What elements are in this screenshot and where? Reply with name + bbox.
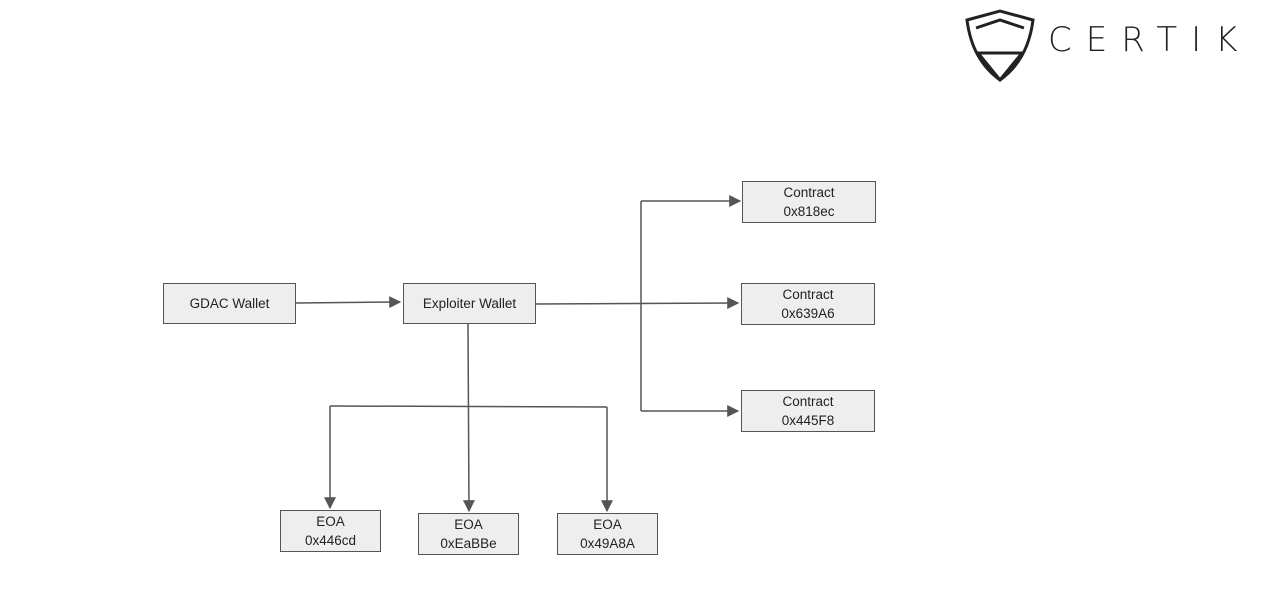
certik-logo: CERTIK: [962, 8, 1274, 84]
node-type: Contract: [782, 394, 834, 409]
edge-exploiter-to-eoa-2: [462, 323, 475, 513]
node-label: Exploiter Wallet: [422, 296, 517, 311]
node-type: EOA: [454, 517, 483, 532]
edge-exploiter-to-contract-2: [535, 297, 740, 310]
node-exploiter-wallet: Exploiter Wallet: [403, 283, 536, 324]
node-contract-0x445F8: Contract 0x445F8: [741, 390, 875, 432]
logo-text: CERTIK: [1048, 20, 1252, 60]
node-type: Contract: [782, 287, 834, 302]
node-gdac-wallet: GDAC Wallet: [163, 283, 296, 324]
node-address: 0xEaBBe: [440, 536, 497, 551]
node-address: 0x446cd: [304, 533, 357, 548]
node-label: GDAC Wallet: [189, 296, 270, 311]
certik-shield-icon: [965, 9, 1035, 82]
node-type: Contract: [783, 185, 835, 200]
node-eoa-0x446cd: EOA 0x446cd: [280, 510, 381, 552]
node-address: 0x639A6: [781, 306, 835, 321]
node-contract-0x639A6: Contract 0x639A6: [741, 283, 875, 325]
node-type: EOA: [593, 517, 622, 532]
node-eoa-0x49A8A: EOA 0x49A8A: [557, 513, 658, 555]
node-contract-0x818ec: Contract 0x818ec: [742, 181, 876, 223]
node-address: 0x445F8: [781, 413, 835, 428]
edge-gdac-to-exploiter: [295, 296, 402, 309]
node-eoa-0xEaBBe: EOA 0xEaBBe: [418, 513, 519, 555]
node-address: 0x818ec: [783, 204, 835, 219]
node-type: EOA: [316, 514, 345, 529]
node-address: 0x49A8A: [580, 536, 635, 551]
edge-eoa-bar: [329, 405, 608, 408]
